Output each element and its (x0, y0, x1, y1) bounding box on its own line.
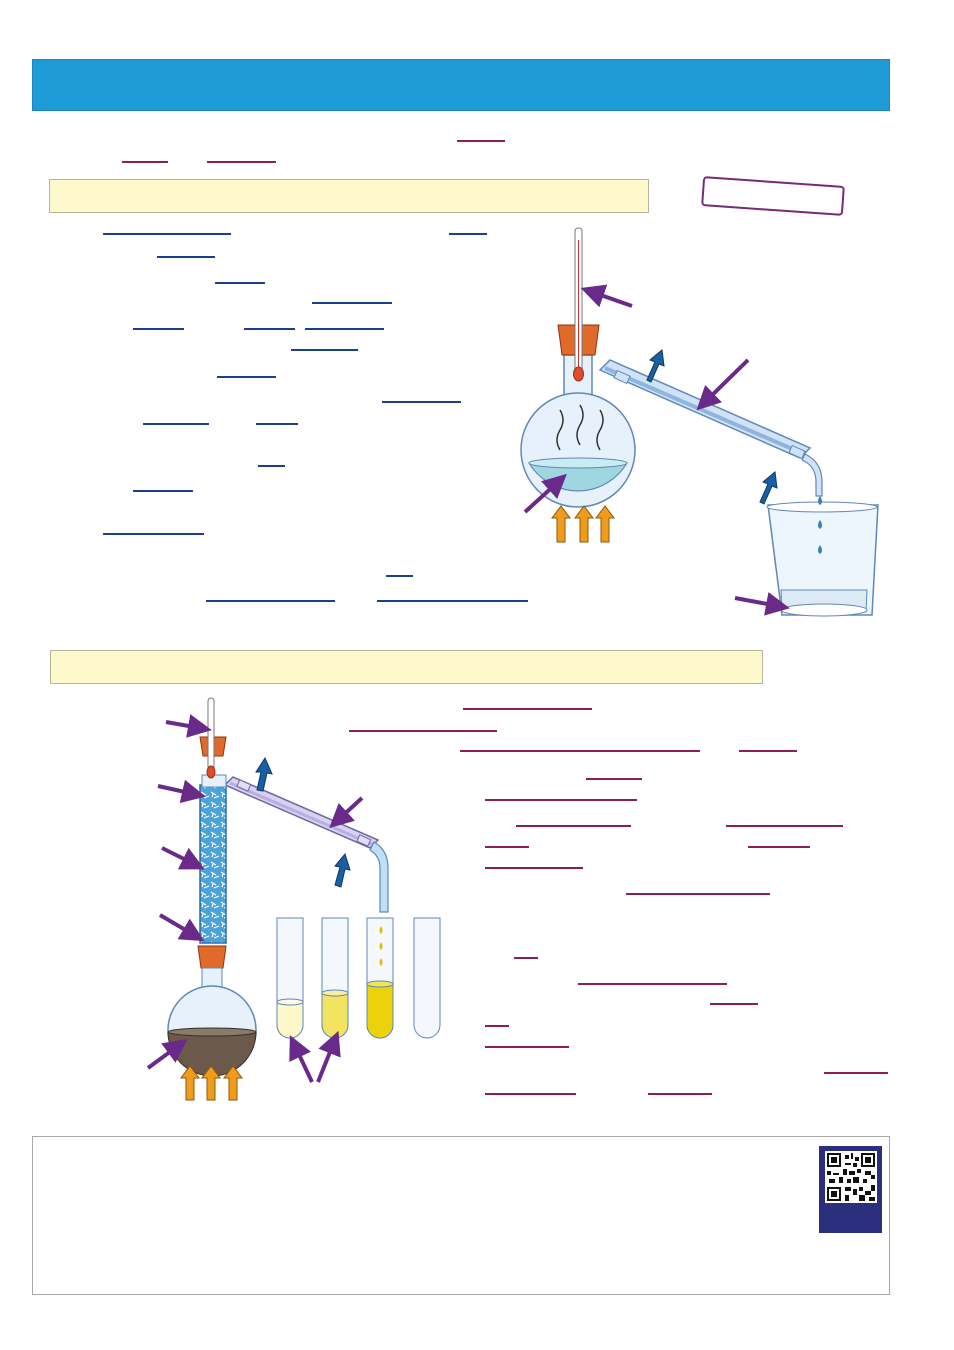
answer-blank[interactable] (258, 465, 285, 467)
simple-distillation-diagram (520, 227, 879, 617)
answer-blank[interactable] (485, 1046, 569, 1048)
answer-blank[interactable] (386, 575, 413, 577)
answer-blank[interactable] (449, 233, 487, 235)
answer-blank[interactable] (312, 302, 392, 304)
footer-box (32, 1136, 890, 1295)
heat-arrow-icon (180, 1065, 243, 1101)
title-bar (32, 59, 890, 111)
thermometer (573, 227, 584, 382)
answer-blank[interactable] (217, 376, 276, 378)
answer-blank[interactable] (748, 846, 810, 848)
answer-blank[interactable] (485, 867, 583, 869)
qr-panel[interactable] (819, 1146, 882, 1233)
water-flow-arrow-icon (646, 349, 778, 505)
answer-blank[interactable] (460, 750, 700, 752)
intro-blank[interactable] (207, 161, 276, 163)
answer-blank[interactable] (485, 1093, 576, 1095)
answer-blank[interactable] (710, 1003, 758, 1005)
stopper (197, 945, 227, 969)
answer-blank[interactable] (244, 328, 295, 330)
answer-blank[interactable] (485, 1025, 509, 1027)
answer-blank[interactable] (157, 256, 215, 258)
answer-blank[interactable] (133, 490, 193, 492)
answer-blank[interactable] (256, 423, 298, 425)
pointer-arrow-icon (146, 714, 364, 1083)
answer-blank[interactable] (726, 825, 843, 827)
answer-blank[interactable] (824, 1072, 888, 1074)
answer-blank[interactable] (516, 825, 631, 827)
answer-blank[interactable] (349, 730, 497, 732)
intro-blank[interactable] (457, 140, 505, 142)
answer-blank[interactable] (103, 533, 204, 535)
answer-blank[interactable] (485, 799, 637, 801)
test-tubes (276, 917, 441, 1039)
fractional-distillation-diagram (146, 697, 441, 1101)
answer-blank[interactable] (143, 423, 209, 425)
answer-blank[interactable] (215, 282, 265, 284)
answer-blank[interactable] (291, 349, 358, 351)
answer-blank[interactable] (485, 846, 529, 848)
water-flow-arrow-icon (255, 756, 351, 888)
qr-code-icon (825, 1151, 877, 1203)
test-tube (276, 917, 304, 1039)
answer-blank[interactable] (514, 957, 538, 959)
answer-blank[interactable] (578, 983, 727, 985)
answer-blank[interactable] (586, 778, 642, 780)
beaker (766, 496, 879, 617)
condenser (598, 359, 823, 497)
answer-blank[interactable] (382, 401, 461, 403)
test-tube (321, 917, 349, 1039)
section-heading-fractional-distillation (50, 650, 763, 684)
answer-blank[interactable] (133, 328, 184, 330)
intro-blank[interactable] (122, 161, 168, 163)
heat-arrow-icon (551, 505, 615, 543)
test-tube (413, 917, 441, 1039)
condenser (223, 776, 389, 913)
fractionating-column (199, 784, 227, 944)
stamp-box (701, 176, 845, 216)
thermometer (206, 697, 216, 779)
round-bottom-flask (167, 967, 257, 1077)
answer-blank[interactable] (206, 600, 335, 602)
answer-blank[interactable] (463, 708, 592, 710)
answer-blank[interactable] (305, 328, 384, 330)
test-tube (366, 917, 394, 1039)
section-heading-simple-distillation (49, 179, 649, 213)
answer-blank[interactable] (648, 1093, 712, 1095)
answer-blank[interactable] (739, 750, 797, 752)
answer-blank[interactable] (377, 600, 528, 602)
answer-blank[interactable] (103, 233, 231, 235)
answer-blank[interactable] (626, 893, 770, 895)
pointer-arrow-icon (523, 284, 790, 616)
